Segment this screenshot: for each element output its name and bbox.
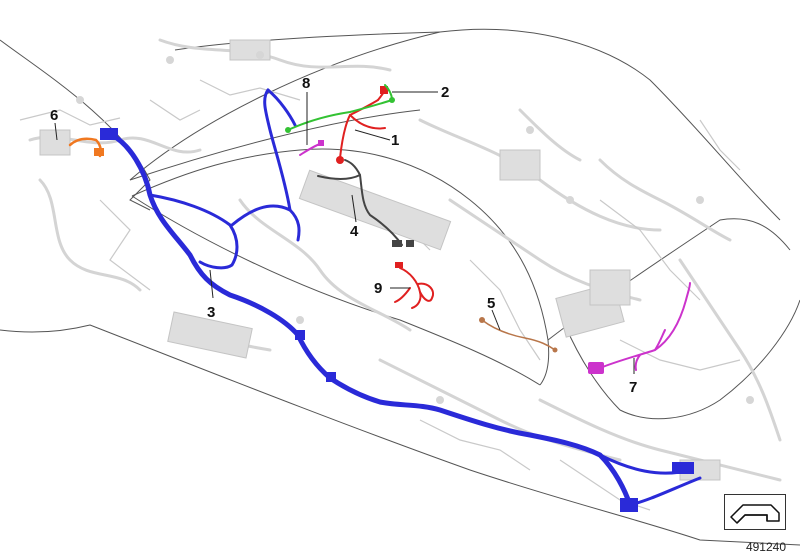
callout-3: 3 <box>207 304 215 321</box>
callout-7: 7 <box>629 379 637 396</box>
harness-7[interactable] <box>588 282 691 374</box>
vehicle-body-outline <box>0 28 800 546</box>
callout-1: 1 <box>391 132 399 149</box>
reference-number: 491240 <box>745 540 786 554</box>
harness-4[interactable] <box>317 159 414 247</box>
callout-5: 5 <box>487 295 495 312</box>
callout-8: 8 <box>302 75 310 92</box>
harness-6[interactable] <box>68 137 104 158</box>
callout-labels: 1 2 3 4 5 6 7 8 9 <box>50 75 637 396</box>
callout-2: 2 <box>441 84 449 101</box>
background-wiring <box>19 38 782 511</box>
harness-1[interactable] <box>336 86 388 164</box>
harness-9[interactable] <box>394 262 434 309</box>
leader-lines <box>54 91 635 374</box>
harness-5[interactable] <box>479 317 558 353</box>
harness-8[interactable] <box>299 140 324 156</box>
navigation-arrow-icon <box>730 504 780 524</box>
navigation-symbol-box <box>724 494 786 530</box>
harness-3[interactable] <box>100 88 702 512</box>
harness-2[interactable] <box>285 84 395 133</box>
callout-6: 6 <box>50 107 58 124</box>
callout-9: 9 <box>374 280 382 297</box>
callout-4: 4 <box>350 223 359 240</box>
